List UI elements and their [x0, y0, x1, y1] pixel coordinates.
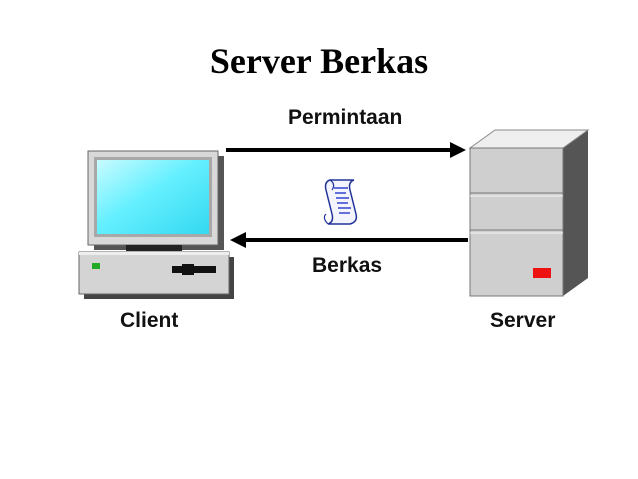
scroll-document-icon — [324, 180, 356, 224]
client-label: Client — [120, 309, 178, 333]
file-label: Berkas — [312, 254, 382, 278]
client-computer-icon — [79, 151, 234, 299]
power-led — [92, 263, 100, 269]
server-label: Server — [490, 309, 555, 333]
file-arrow — [230, 232, 468, 248]
server-tower-icon — [470, 130, 588, 296]
server-led — [533, 268, 551, 278]
request-arrow — [226, 142, 466, 158]
monitor-screen — [97, 160, 209, 234]
request-label: Permintaan — [288, 106, 402, 130]
